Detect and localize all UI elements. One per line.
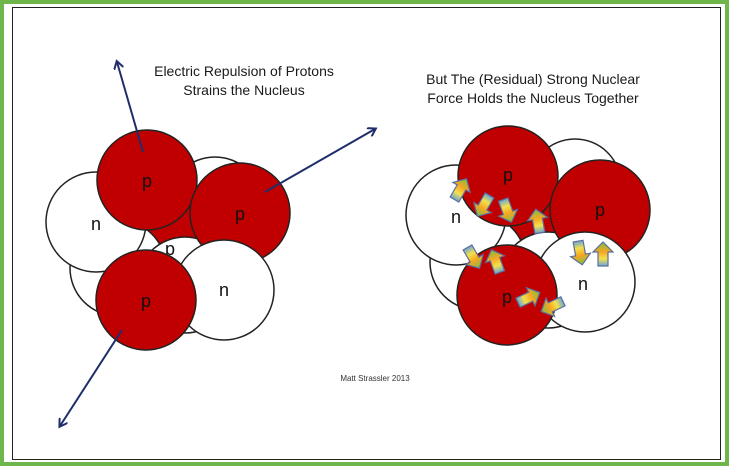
author-credit: Matt Strassler 2013 — [320, 374, 430, 383]
proton-label: p — [141, 291, 151, 311]
proton-label: p — [235, 204, 245, 224]
left-caption-line1: Electric Repulsion of Protons — [128, 62, 360, 81]
repulsion-arrow-down — [60, 330, 122, 426]
proton-label: p — [503, 165, 513, 185]
right-nucleus: n p p n p — [406, 126, 650, 345]
neutron-label: n — [578, 274, 588, 294]
right-caption: But The (Residual) Strong Nuclear Force … — [383, 70, 683, 108]
proton: p — [96, 250, 196, 350]
neutron-label: n — [91, 214, 101, 234]
left-nucleus: p n p p n p — [46, 130, 290, 350]
proton-label: p — [142, 171, 152, 191]
right-caption-line2: Force Holds the Nucleus Together — [383, 89, 683, 108]
repulsion-arrow-right — [265, 129, 375, 192]
proton-label: p — [595, 200, 605, 220]
neutron-label: n — [219, 280, 229, 300]
neutron-label: n — [451, 207, 461, 227]
proton-label: p — [502, 287, 512, 307]
left-caption: Electric Repulsion of Protons Strains th… — [128, 62, 360, 100]
left-caption-line2: Strains the Nucleus — [128, 81, 360, 100]
right-caption-line1: But The (Residual) Strong Nuclear — [383, 70, 683, 89]
proton: p — [97, 130, 197, 230]
